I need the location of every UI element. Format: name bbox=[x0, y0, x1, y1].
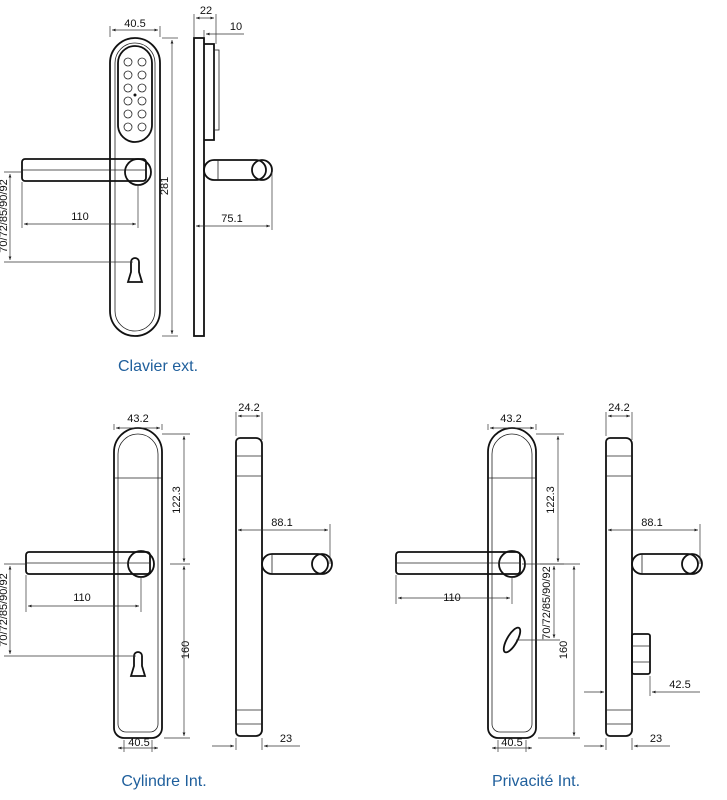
clavier-side-view: 22 10 75.1 bbox=[193, 5, 273, 337]
dim-cylindre-lower: 160 bbox=[180, 641, 192, 659]
dim-privacite-lever: 110 bbox=[443, 592, 461, 604]
privacy-slot bbox=[502, 626, 522, 654]
privacite-front-view: 43.2 122.3 70/72/85/90/92 160 110 40.5 bbox=[395, 413, 580, 752]
dim-clavier-axis: 70/72/85/90/92 bbox=[0, 179, 10, 252]
dim-privacite-knob: 42.5 bbox=[669, 679, 690, 691]
cylinder-hole bbox=[129, 651, 147, 677]
dim-clavier-lever: 110 bbox=[71, 211, 89, 223]
dim-privacite-lower: 160 bbox=[558, 641, 570, 659]
dim-privacite-projection: 88.1 bbox=[641, 517, 662, 529]
dim-cylindre-width-bottom: 40.5 bbox=[128, 737, 149, 749]
lever-handle bbox=[21, 158, 152, 186]
lever-handle bbox=[25, 550, 155, 578]
caption-cylindre: Cylindre Int. bbox=[121, 773, 206, 790]
dim-clavier-side-22: 22 bbox=[200, 5, 212, 17]
dim-cylindre-side-bottom: 23 bbox=[280, 733, 292, 745]
cylinder-hole bbox=[126, 257, 144, 283]
dim-privacite-upper: 122.3 bbox=[545, 486, 557, 514]
dim-cylindre-lever: 110 bbox=[73, 592, 91, 604]
dim-privacite-side-bottom: 23 bbox=[650, 733, 662, 745]
cylindre-side-view: 24.2 88.1 23 bbox=[212, 402, 333, 750]
lever-handle bbox=[395, 550, 526, 578]
dim-clavier-width: 40.5 bbox=[124, 18, 145, 30]
clavier-front-view: 40.5 281 110 70/72/85/90/92 bbox=[0, 18, 178, 337]
dim-cylindre-axis: 70/72/85/90/92 bbox=[0, 573, 10, 646]
dim-privacite-axis: 70/72/85/90/92 bbox=[541, 566, 553, 639]
dim-cylindre-side-top: 24.2 bbox=[238, 402, 259, 414]
dim-privacite-width-top: 43.2 bbox=[500, 413, 521, 425]
dim-cylindre-width-top: 43.2 bbox=[127, 413, 148, 425]
keypad-buttons bbox=[123, 57, 147, 132]
dim-clavier-side-10: 10 bbox=[230, 21, 242, 33]
caption-clavier: Clavier ext. bbox=[118, 358, 198, 375]
dim-cylindre-upper: 122.3 bbox=[171, 486, 183, 514]
dim-clavier-projection: 75.1 bbox=[221, 213, 242, 225]
dim-cylindre-projection: 88.1 bbox=[271, 517, 292, 529]
dim-privacite-side-top: 24.2 bbox=[608, 402, 629, 414]
caption-privacite: Privacité Int. bbox=[492, 773, 580, 790]
privacy-knob bbox=[631, 633, 651, 675]
dim-clavier-height: 281 bbox=[159, 177, 171, 195]
dim-privacite-width-bottom: 40.5 bbox=[501, 737, 522, 749]
privacite-side-view: 24.2 88.1 42.5 23 bbox=[584, 402, 703, 750]
cylindre-front-view: 43.2 122.3 160 110 70/72/85/90/92 40.5 bbox=[0, 413, 192, 752]
